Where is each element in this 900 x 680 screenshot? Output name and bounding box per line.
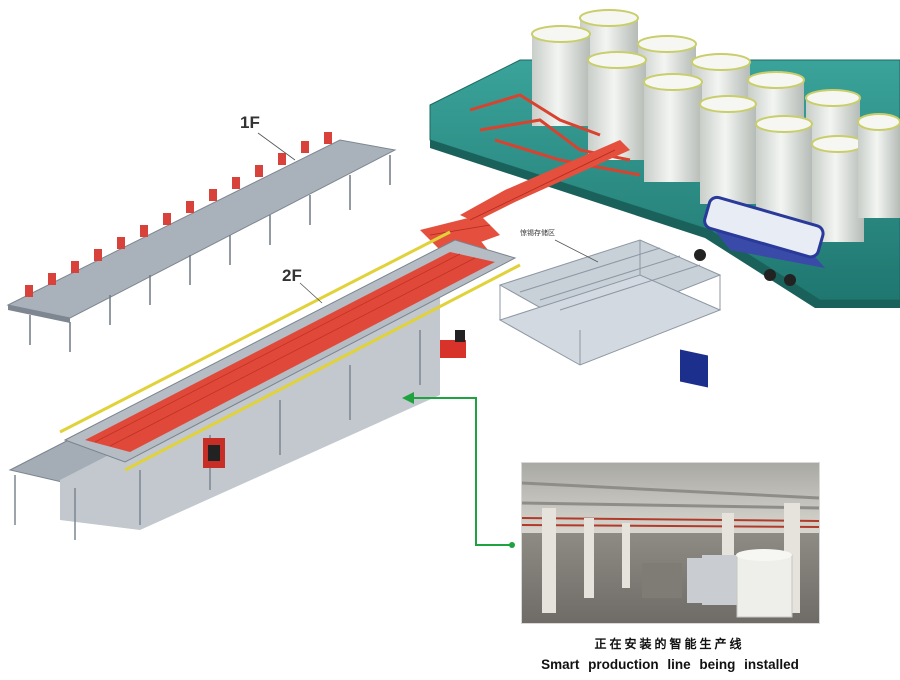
caption-chinese: 正在安装的智能生产线 [594, 637, 745, 651]
arrow-left-icon [402, 392, 515, 548]
floor-1f-label: 1F [240, 113, 260, 132]
installation-photo [521, 462, 820, 624]
platform-1f [6, 132, 397, 352]
rail-2f [124, 263, 521, 472]
tank-yard [429, 9, 900, 388]
tanker-truck-icon [680, 195, 825, 388]
storage-tank [699, 95, 757, 204]
floor-2f-label: 2F [282, 266, 302, 285]
floor-2f-leader [299, 282, 323, 304]
floor-1f-leader [257, 132, 296, 161]
production-line-2f [8, 230, 521, 540]
forklift-icon [203, 438, 225, 468]
forklift-icon [440, 330, 466, 358]
storage-area-leader [554, 239, 599, 263]
storage-rack [498, 239, 722, 366]
storage-tank [857, 113, 900, 218]
storage-tank [531, 25, 591, 126]
storage-area-label: 惊锡存储区 [520, 229, 555, 237]
mixer-units-1f [25, 132, 332, 297]
conveyor-belt-2f [85, 252, 495, 452]
storage-tank [643, 73, 703, 182]
caption-english: Smart production line being installed [541, 657, 799, 672]
rail-2f [59, 230, 451, 434]
storage-tank [755, 115, 813, 224]
